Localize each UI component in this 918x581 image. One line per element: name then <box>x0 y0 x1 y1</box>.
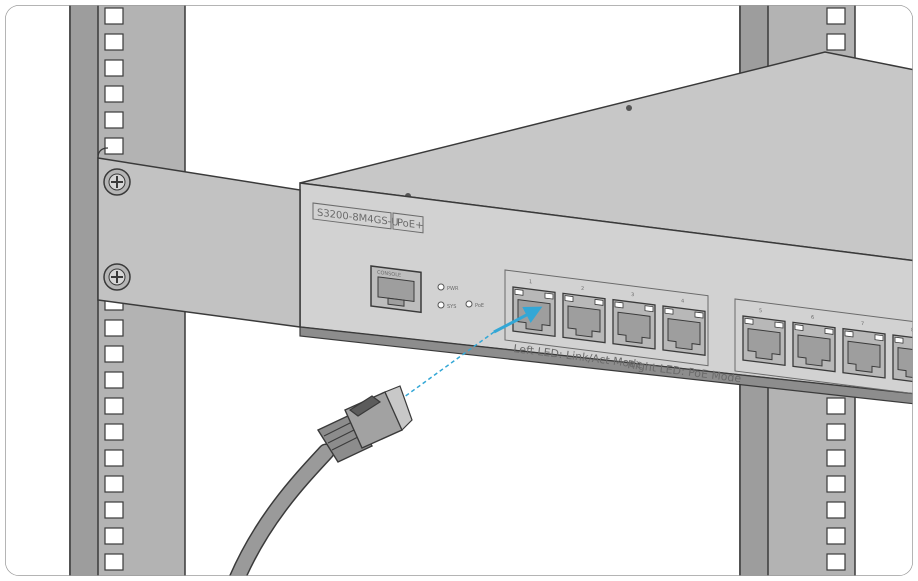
port-group-2: 5 6 7 8 <box>734 298 914 397</box>
poe-label: PoE+ <box>392 212 424 234</box>
port-number-2: 2 <box>581 286 584 292</box>
rack-hole <box>104 475 124 493</box>
alignment-dashed-line <box>399 331 495 401</box>
rack-hole <box>826 449 846 467</box>
rj45-port <box>892 334 913 385</box>
rj45-port <box>792 321 836 373</box>
rack-hole <box>104 59 124 77</box>
rack-hole <box>104 7 124 25</box>
port-number-5: 5 <box>759 308 762 314</box>
bracket-screw-top <box>103 168 131 196</box>
rack-hole <box>826 501 846 519</box>
status-leds: PWR SYS PoE <box>437 283 484 310</box>
rack-hole <box>104 449 124 467</box>
ethernet-cable <box>227 443 335 576</box>
mounting-bracket <box>97 147 301 328</box>
rack-hole <box>104 319 124 337</box>
rack-hole <box>104 397 124 415</box>
rack-hole <box>826 553 846 571</box>
rack-hole <box>104 423 124 441</box>
poe-label-text: PoE+ <box>397 218 423 232</box>
rack-hole <box>104 345 124 363</box>
sys-led <box>437 301 445 309</box>
sys-led-label: SYS <box>447 304 456 310</box>
rack-hole <box>104 137 124 155</box>
port-number-7: 7 <box>861 321 864 327</box>
port-number-8: 8 <box>911 327 914 333</box>
console-label: CONSOLE <box>377 270 401 279</box>
pwr-led-label: PWR <box>447 286 459 292</box>
bracket-screw-bottom <box>103 263 131 291</box>
rack-hole <box>104 85 124 103</box>
rack-hole <box>104 371 124 389</box>
rack-hole <box>826 397 846 415</box>
port-number-6: 6 <box>811 315 814 321</box>
rack-hole <box>826 527 846 545</box>
poe-led-label: PoE <box>475 303 484 309</box>
rack-hole <box>104 527 124 545</box>
rack-hole <box>826 33 846 51</box>
poe-led <box>465 300 473 308</box>
rack-hole <box>826 7 846 25</box>
rack-hole <box>104 111 124 129</box>
rj45-port <box>742 315 786 367</box>
rack-hole <box>104 501 124 519</box>
pwr-led <box>437 283 445 291</box>
insert-direction-arrow <box>493 306 543 334</box>
rack-hole <box>104 553 124 571</box>
rj45-port <box>612 298 656 350</box>
switch-bottom-edge <box>299 326 913 406</box>
rack-hole <box>826 475 846 493</box>
rj45-port <box>842 327 886 379</box>
port-number-3: 3 <box>631 292 634 298</box>
rj45-port <box>662 305 706 356</box>
rj45-plug <box>316 385 413 463</box>
rack-hole <box>104 33 124 51</box>
port-number-4: 4 <box>681 298 684 304</box>
screw-hole <box>626 105 632 111</box>
rack-hole <box>826 423 846 441</box>
console-port: CONSOLE <box>370 265 422 314</box>
port-number-1: 1 <box>529 279 532 285</box>
rj45-port <box>562 292 606 344</box>
